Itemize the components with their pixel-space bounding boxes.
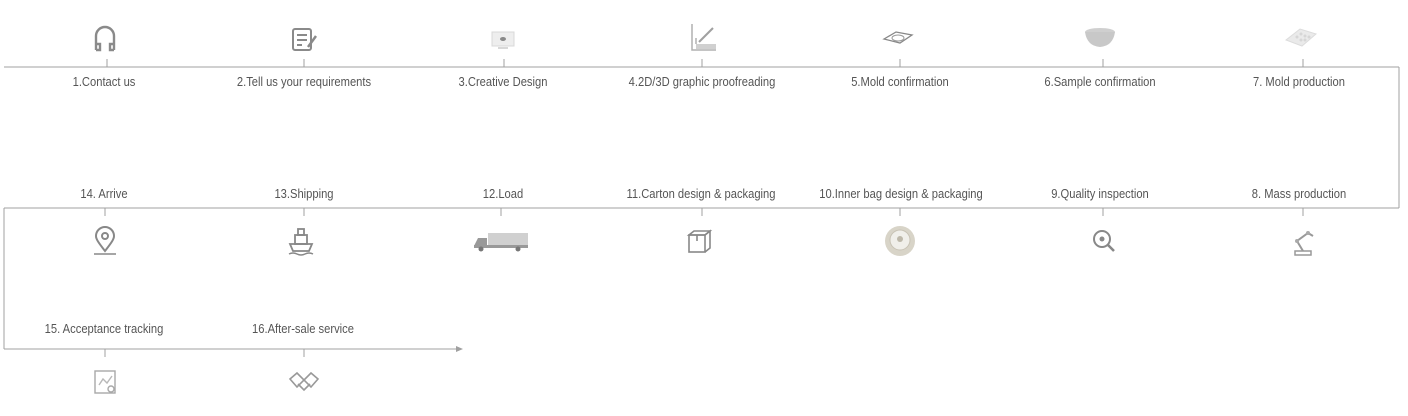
step-label: 7. Mold production	[1253, 74, 1345, 89]
flow-arrowhead	[456, 346, 463, 352]
step-13: 13.Shipping	[204, 186, 404, 202]
step-label: 11.Carton design & packaging	[626, 186, 776, 201]
step-9: 9.Quality inspection	[1000, 186, 1200, 202]
step-label: 2.Tell us your requirements	[236, 74, 372, 89]
mold-plate-icon	[1284, 20, 1318, 54]
truck-icon	[472, 224, 530, 258]
monitor-icon	[486, 22, 520, 56]
step-8: 8. Mass production	[1199, 186, 1399, 202]
drafting-tools-icon	[687, 20, 721, 54]
step-label: 6.Sample confirmation	[1044, 74, 1156, 89]
step-label: 8. Mass production	[1251, 186, 1347, 201]
handshake-icon	[287, 365, 321, 399]
step-15: 15. Acceptance tracking	[4, 321, 204, 337]
robot-arm-icon	[1286, 224, 1320, 258]
step-label: 9.Quality inspection	[1051, 186, 1149, 201]
step-11: 11.Carton design & packaging	[601, 186, 801, 202]
step-12: 12.Load	[403, 186, 603, 202]
step-4: 4.2D/3D graphic proofreading	[602, 74, 802, 90]
tracking-chart-icon	[89, 365, 123, 399]
step-label: 13.Shipping	[274, 186, 334, 201]
step-label: 12.Load	[482, 186, 524, 201]
bowl-sample-icon	[1083, 20, 1117, 54]
edit-document-icon	[287, 22, 321, 56]
carton-box-icon	[683, 224, 717, 258]
step-1: 1.Contact us	[4, 74, 204, 90]
step-label: 15. Acceptance tracking	[44, 321, 164, 336]
step-label: 14. Arrive	[80, 186, 128, 201]
tray-mold-icon	[881, 22, 915, 56]
round-package-icon	[883, 224, 917, 258]
step-7: 7. Mold production	[1199, 74, 1399, 90]
step-label: 16.After-sale service	[252, 321, 354, 336]
step-2: 2.Tell us your requirements	[204, 74, 404, 90]
location-pin-icon	[88, 224, 122, 258]
magnifier-eye-icon	[1087, 224, 1121, 258]
step-10: 10.Inner bag design & packaging	[801, 186, 1001, 202]
step-16: 16.After-sale service	[203, 321, 403, 337]
step-label: 1.Contact us	[72, 74, 136, 89]
step-label: 10.Inner bag design & packaging	[819, 186, 983, 201]
step-6: 6.Sample confirmation	[1000, 74, 1200, 90]
step-3: 3.Creative Design	[403, 74, 603, 90]
step-label: 4.2D/3D graphic proofreading	[628, 74, 776, 89]
step-label: 5.Mold confirmation	[851, 74, 949, 89]
headset-icon	[88, 22, 122, 56]
step-label: 3.Creative Design	[458, 74, 548, 89]
step-5: 5.Mold confirmation	[800, 74, 1000, 90]
ship-icon	[284, 224, 318, 258]
step-14: 14. Arrive	[4, 186, 204, 202]
